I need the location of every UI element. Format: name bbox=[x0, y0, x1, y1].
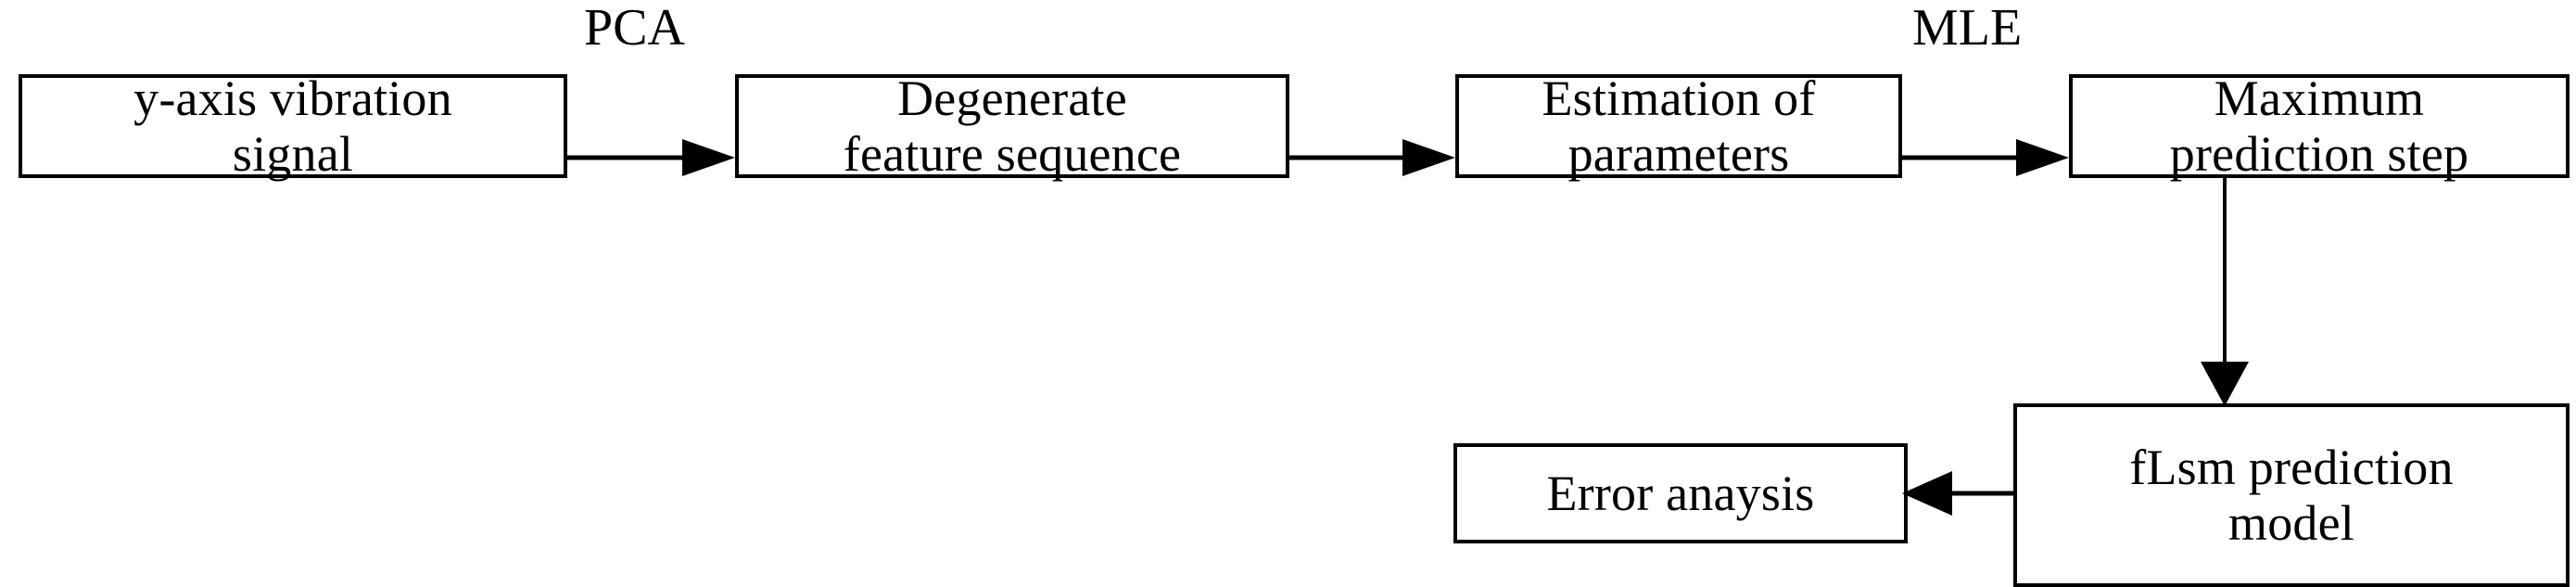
node-label: fLsm prediction model bbox=[2129, 439, 2454, 551]
arrow-estimation-to-maximum bbox=[1902, 139, 2069, 176]
arrow-degenerate-to-estimation bbox=[1289, 139, 1455, 176]
arrow-maximum-to-flsm bbox=[2201, 176, 2249, 406]
node-label: y-axis vibration signal bbox=[133, 70, 452, 182]
node-degenerate-feature-sequence[interactable]: Degenerate feature sequence bbox=[735, 70, 1289, 182]
node-label: Maximum prediction step bbox=[2169, 70, 2469, 182]
arrow-signal-to-degenerate bbox=[567, 139, 735, 176]
node-label: Estimation of parameters bbox=[1542, 70, 1816, 182]
arrow-flsm-to-error bbox=[1902, 471, 2017, 516]
node-label: Degenerate feature sequence bbox=[843, 70, 1182, 182]
node-maximum-prediction-step[interactable]: Maximum prediction step bbox=[2069, 70, 2570, 182]
node-flsm-prediction-model[interactable]: fLsm prediction model bbox=[2013, 403, 2570, 587]
node-y-axis-vibration-signal[interactable]: y-axis vibration signal bbox=[19, 70, 567, 182]
node-error-anaysis[interactable]: Error anaysis bbox=[1453, 443, 1908, 543]
node-estimation-of-parameters[interactable]: Estimation of parameters bbox=[1455, 70, 1902, 182]
edge-label-pca: PCA bbox=[584, 0, 685, 57]
node-label: Error anaysis bbox=[1546, 465, 1815, 521]
edge-label-mle: MLE bbox=[1912, 0, 2023, 57]
